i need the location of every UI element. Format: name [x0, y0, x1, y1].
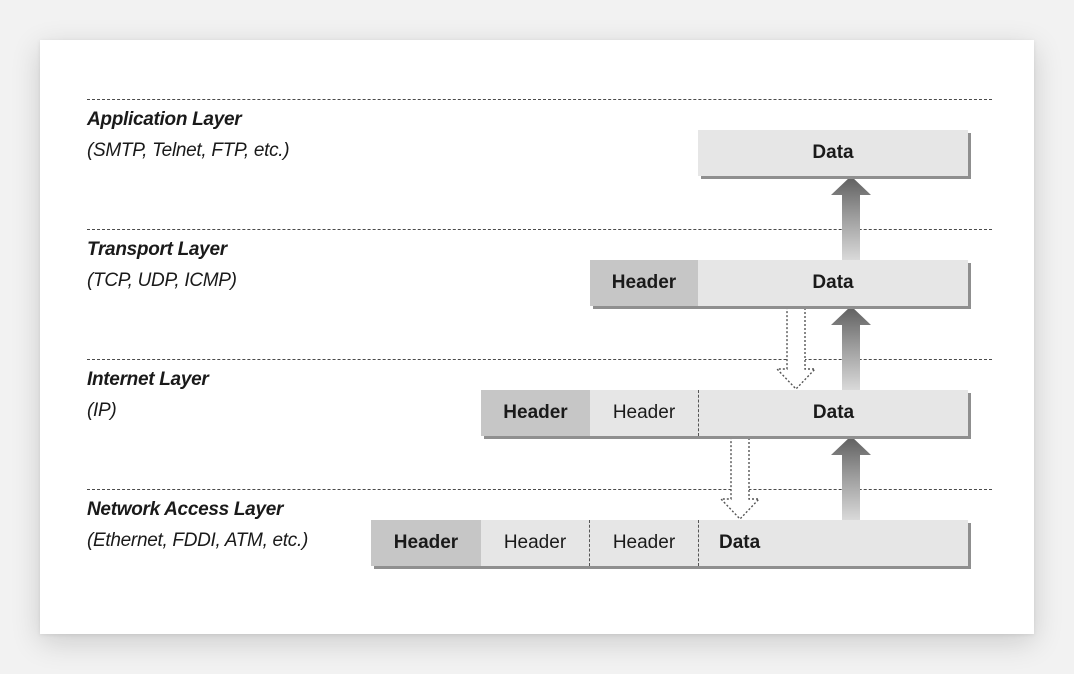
network-access-layer-protocols: (Ethernet, FDDI, ATM, etc.): [87, 530, 308, 551]
network-header-segment: Header: [371, 520, 481, 566]
internet-layer-label: Internet Layer: [87, 369, 209, 390]
network-access-layer-label: Network Access Layer: [87, 499, 284, 520]
data-segment: Data: [812, 142, 854, 163]
data-segment: Data: [719, 532, 761, 553]
down-arrow-icon: [719, 435, 761, 521]
internet-header-segment: Header: [481, 390, 590, 436]
transport-header-segment: Header: [590, 390, 699, 436]
application-layer-label: Application Layer: [87, 109, 242, 130]
internet-layer-protocols: (IP): [87, 400, 117, 421]
application-layer-protocols: (SMTP, Telnet, FTP, etc.): [87, 140, 290, 161]
application-packet: Data: [698, 130, 968, 176]
layer-divider: [87, 99, 992, 100]
transport-layer-protocols: (TCP, UDP, ICMP): [87, 270, 237, 291]
internet-header-segment: Header: [481, 520, 590, 566]
internet-packet: Header Header Data: [481, 390, 968, 436]
up-arrow-icon: [831, 436, 871, 522]
layer-divider: [87, 489, 992, 490]
data-segment: Data: [812, 272, 854, 293]
transport-layer-label: Transport Layer: [87, 239, 227, 260]
layer-divider: [87, 229, 992, 230]
transport-header-segment: Header: [590, 260, 698, 306]
up-arrow-icon: [831, 306, 871, 392]
transport-header-segment: Header: [590, 520, 699, 566]
transport-packet: Header Data: [590, 260, 968, 306]
down-arrow-icon: [775, 305, 817, 391]
network-access-packet: Header Header Header Data: [371, 520, 968, 566]
data-segment: Data: [812, 402, 855, 423]
up-arrow-icon: [831, 176, 871, 262]
layer-divider: [87, 359, 992, 360]
